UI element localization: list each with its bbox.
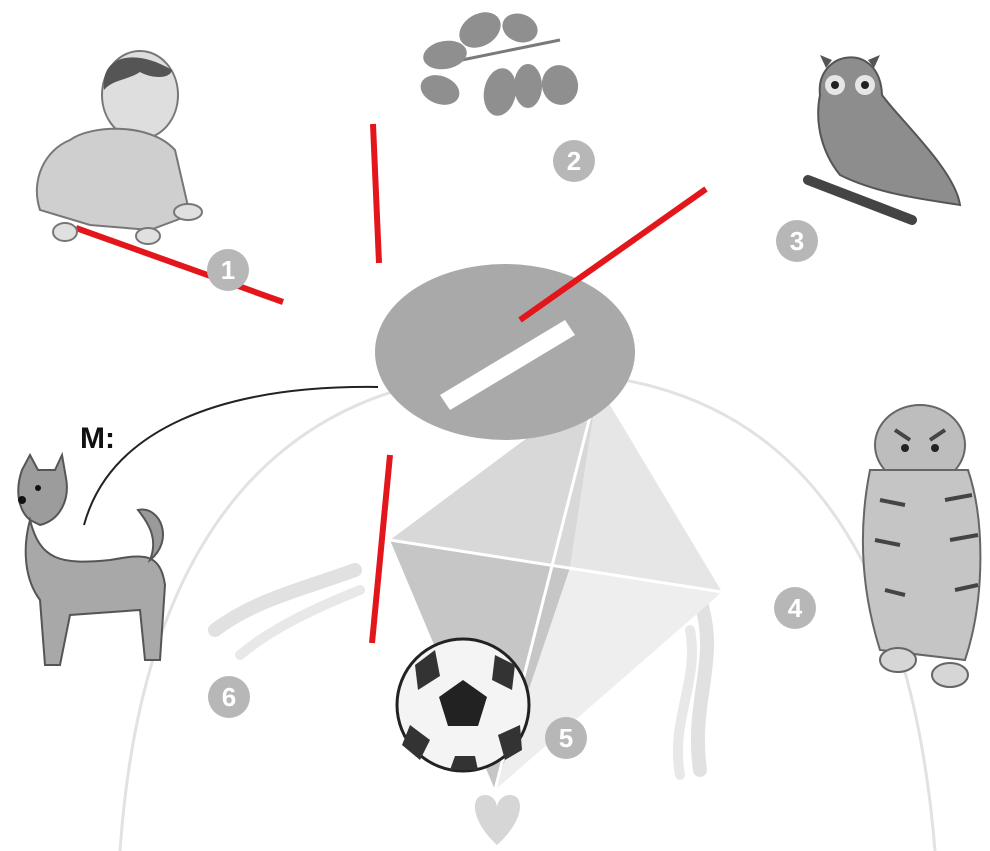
- tiger-picture: [863, 405, 981, 687]
- svg-text:1: 1: [221, 255, 235, 285]
- svg-text:2: 2: [567, 146, 581, 176]
- center-slot: [375, 264, 635, 440]
- baby-picture: [37, 51, 202, 244]
- number-badge-5: 5: [545, 717, 587, 759]
- svg-text:6: 6: [222, 682, 236, 712]
- kite-picture: [215, 385, 722, 845]
- leaves-picture: [416, 5, 582, 118]
- dog-picture: [18, 455, 165, 665]
- red-line-1: [76, 228, 283, 302]
- number-badge-3: 3: [776, 220, 818, 262]
- red-line-3: [520, 189, 706, 320]
- number-badge-4: 4: [774, 587, 816, 629]
- svg-text:5: 5: [559, 723, 573, 753]
- example-label: M:: [80, 422, 115, 455]
- football-picture: [397, 639, 529, 771]
- svg-text:4: 4: [788, 593, 803, 623]
- red-line-6: [372, 455, 390, 643]
- red-line-2: [373, 124, 379, 263]
- number-badge-6: 6: [208, 676, 250, 718]
- number-badge-2: 2: [553, 140, 595, 182]
- owl-picture: [808, 55, 960, 220]
- number-badge-1: 1: [207, 249, 249, 291]
- svg-text:3: 3: [790, 226, 804, 256]
